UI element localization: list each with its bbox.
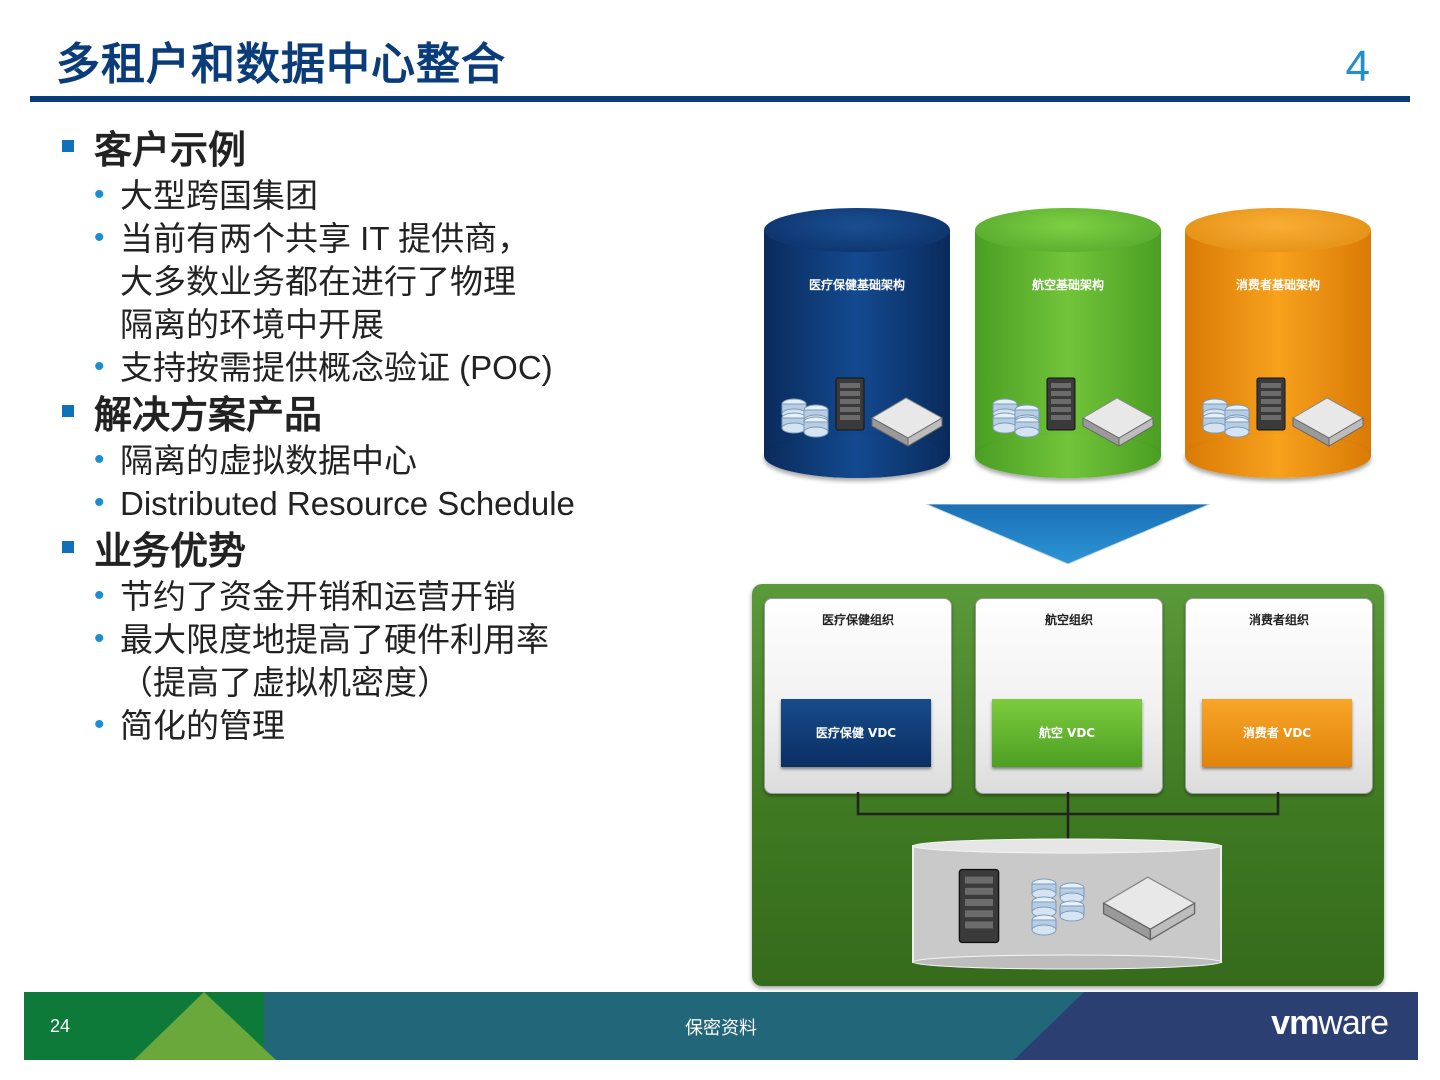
infrastructure-label: 消费者基础架构 (1235, 278, 1320, 292)
infrastructure-label: 航空基础架构 (1031, 278, 1104, 292)
server-storage-icon (781, 377, 943, 447)
healthcare-infrastructure-cylinder: 医疗保健基础架构 (764, 208, 950, 480)
server-storage-icon (992, 377, 1154, 447)
infrastructure-label: 医疗保健基础架构 (808, 278, 905, 292)
server-storage-icon (1202, 377, 1364, 447)
dot-bullet-icon: • (94, 221, 105, 254)
aviation-vdc: 航空 VDC (992, 699, 1142, 767)
dot-bullet-icon: • (94, 708, 105, 741)
bullet-item: •大型跨国集团 (60, 174, 660, 217)
square-bullet-icon (62, 541, 74, 553)
dot-bullet-icon: • (94, 622, 105, 655)
dot-bullet-icon: • (94, 178, 105, 211)
bullet-heading: 解决方案产品 (60, 391, 660, 439)
aviation-org-box: 航空组织 航空 VDC (975, 598, 1163, 794)
bullet-item: •最大限度地提高了硬件利用率（提高了虚拟机密度） (60, 618, 660, 704)
bullet-item: •节约了资金开销和运营开销 (60, 575, 660, 618)
shared-resource-pool (912, 838, 1222, 970)
healthcare-org-box: 医疗保健组织 医疗保健 VDC (764, 598, 952, 794)
dot-bullet-icon: • (94, 350, 105, 383)
footer-bar: 24 保密资料 vmware (24, 992, 1418, 1060)
title-rule (30, 96, 1410, 102)
dot-bullet-icon: • (94, 579, 105, 612)
consumer-org-box: 消费者组织 消费者 VDC (1185, 598, 1373, 794)
footer-decoration (24, 992, 1418, 1060)
square-bullet-icon (62, 405, 74, 417)
consolidation-arrow-icon (926, 504, 1210, 565)
vmware-logo: vmware (1271, 1004, 1389, 1042)
footer-page-number: 24 (50, 1016, 71, 1036)
slide-number: 4 (1345, 42, 1370, 91)
healthcare-vdc: 医疗保健 VDC (781, 699, 931, 767)
bullet-item: •隔离的虚拟数据中心 (60, 439, 660, 482)
bullet-item: •简化的管理 (60, 704, 660, 747)
bullet-item: •Distributed Resource Schedule (60, 482, 660, 525)
dot-bullet-icon: • (94, 443, 105, 476)
footer-confidential: 保密资料 (685, 1018, 757, 1039)
dot-bullet-icon: • (94, 486, 105, 519)
consumer-vdc: 消费者 VDC (1202, 699, 1352, 767)
bullet-list: 客户示例 •大型跨国集团 •当前有两个共享 IT 提供商，大多数业务都在进行了物… (60, 124, 660, 747)
aviation-infrastructure-cylinder: 航空基础架构 (975, 208, 1161, 480)
bullet-item: •当前有两个共享 IT 提供商，大多数业务都在进行了物理隔离的环境中开展 (60, 217, 660, 346)
bullet-heading: 客户示例 (60, 126, 660, 174)
consumer-infrastructure-cylinder: 消费者基础架构 (1185, 208, 1371, 480)
bullet-item: •支持按需提供概念验证 (POC) (60, 346, 660, 389)
org-connector-lines (856, 792, 1280, 840)
bullet-heading: 业务优势 (60, 527, 660, 575)
slide-title: 多租户和数据中心整合 (56, 39, 506, 90)
square-bullet-icon (62, 140, 74, 152)
